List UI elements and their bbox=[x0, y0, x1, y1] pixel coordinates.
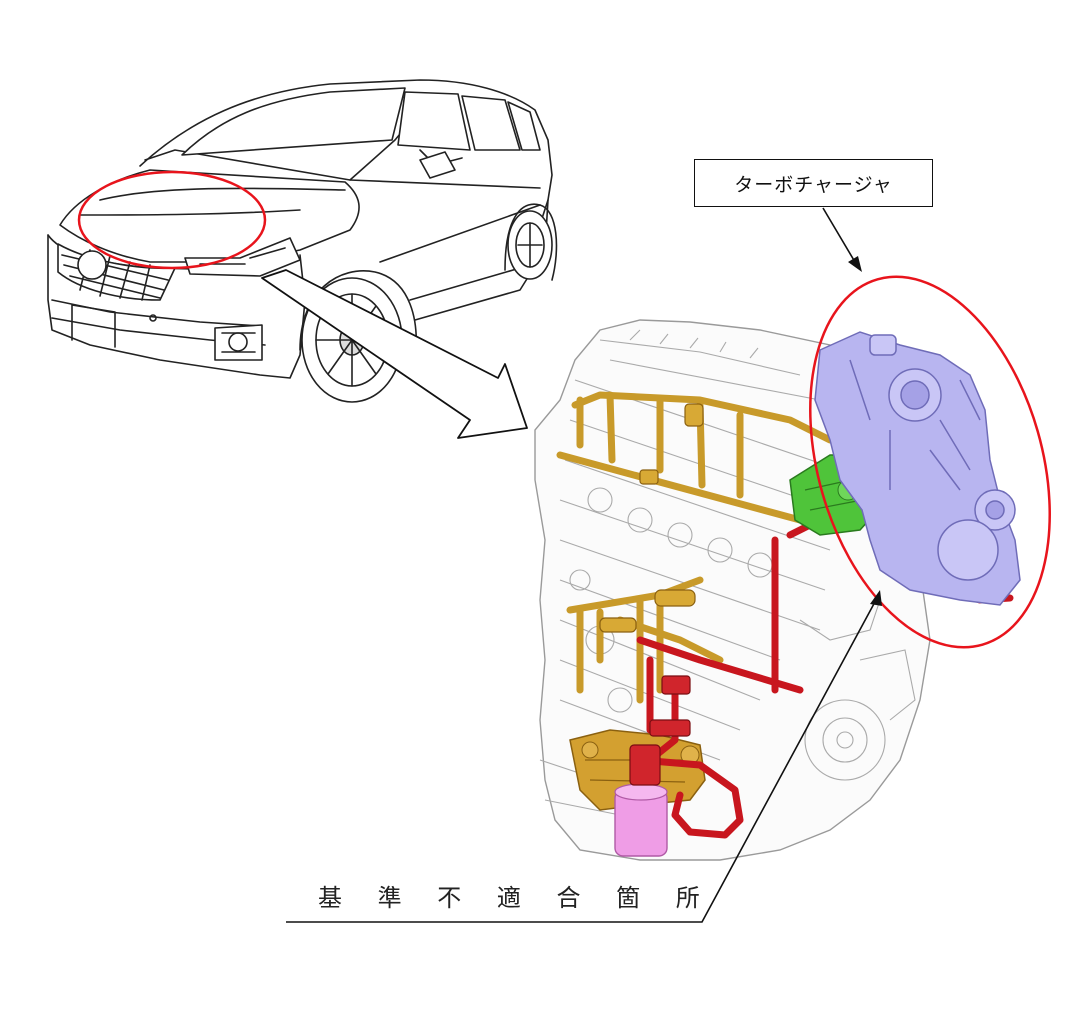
turbocharger-leader-arrow bbox=[822, 207, 862, 272]
arrow-car-to-engine bbox=[261, 269, 528, 439]
defect-leader-line bbox=[286, 590, 882, 923]
turbocharger-label: ターボチャージャ bbox=[694, 159, 933, 207]
turbocharger-highlight-ellipse bbox=[809, 275, 1051, 649]
oil-filter bbox=[614, 783, 668, 857]
car-highlight-ellipse bbox=[77, 170, 267, 270]
turbocharger bbox=[814, 331, 1021, 606]
engine-block bbox=[534, 319, 1021, 861]
car-drawing bbox=[47, 79, 558, 403]
defect-location-label: 基 準 不 適 合 箇 所 bbox=[318, 884, 714, 912]
